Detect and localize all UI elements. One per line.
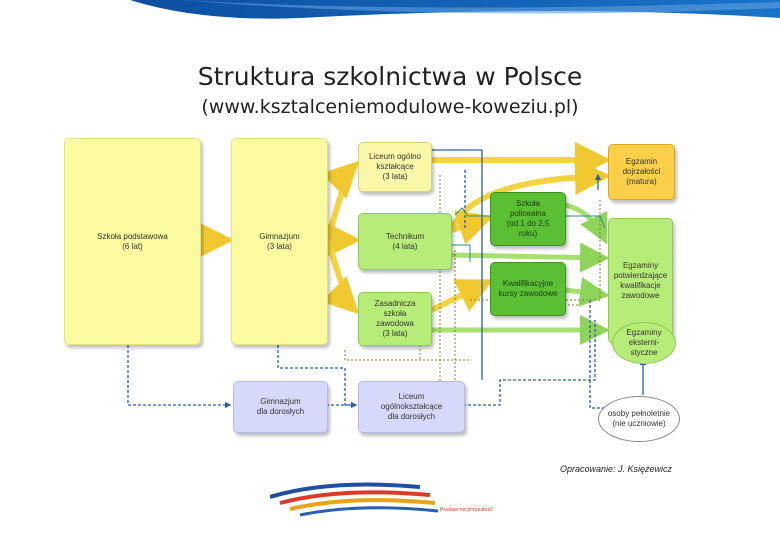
ellipse-osoby-pelnoletnie: osoby pełnoletnie (nie uczniowie) [598,396,680,442]
box-szkola-policealna: Szkoła policealna (od 1 do 2,5 roku) [490,192,566,246]
box-technikum: Technikum (4 lata) [358,213,452,270]
header-wave-decoration [130,0,780,19]
box-liceum-dorosli: Liceum ogólnokształcące dla dorosłych [358,381,465,433]
author-credit: Opracowanie: J. Księżewicz [560,464,673,474]
page-title: Struktura szkolnictwa w Polsce [197,62,583,91]
box-kursy-zawodowe: Kwalifikacyjne kursy zawodowe [490,262,566,316]
box-zasadnicza: Zasadnicza szkoła zawodowa (3 lata) [358,292,432,346]
project-logo [270,482,439,517]
primary-flow-arrows [198,142,611,315]
box-liceum: Liceum ogólno kształcące (3 lata) [358,142,432,192]
box-matura: Egzamin dojrzałości (matura) [608,144,675,200]
box-gimnazjum-dorosli: Gimnazjum dla dorosłych [233,381,328,433]
box-szkola-podstawowa: Szkoła podstawowa (6 lat) [64,138,201,345]
ellipse-egzaminy-eksternistyczne: Egzaminy eksterni- styczne [612,322,676,364]
logo-tagline: Postaw na przyszłość [440,507,493,513]
box-gimnazjum: Gimnazjum (3 lata) [231,138,328,345]
page-subtitle: (www.ksztalceniemodulowe-koweziu.pl) [201,96,579,118]
